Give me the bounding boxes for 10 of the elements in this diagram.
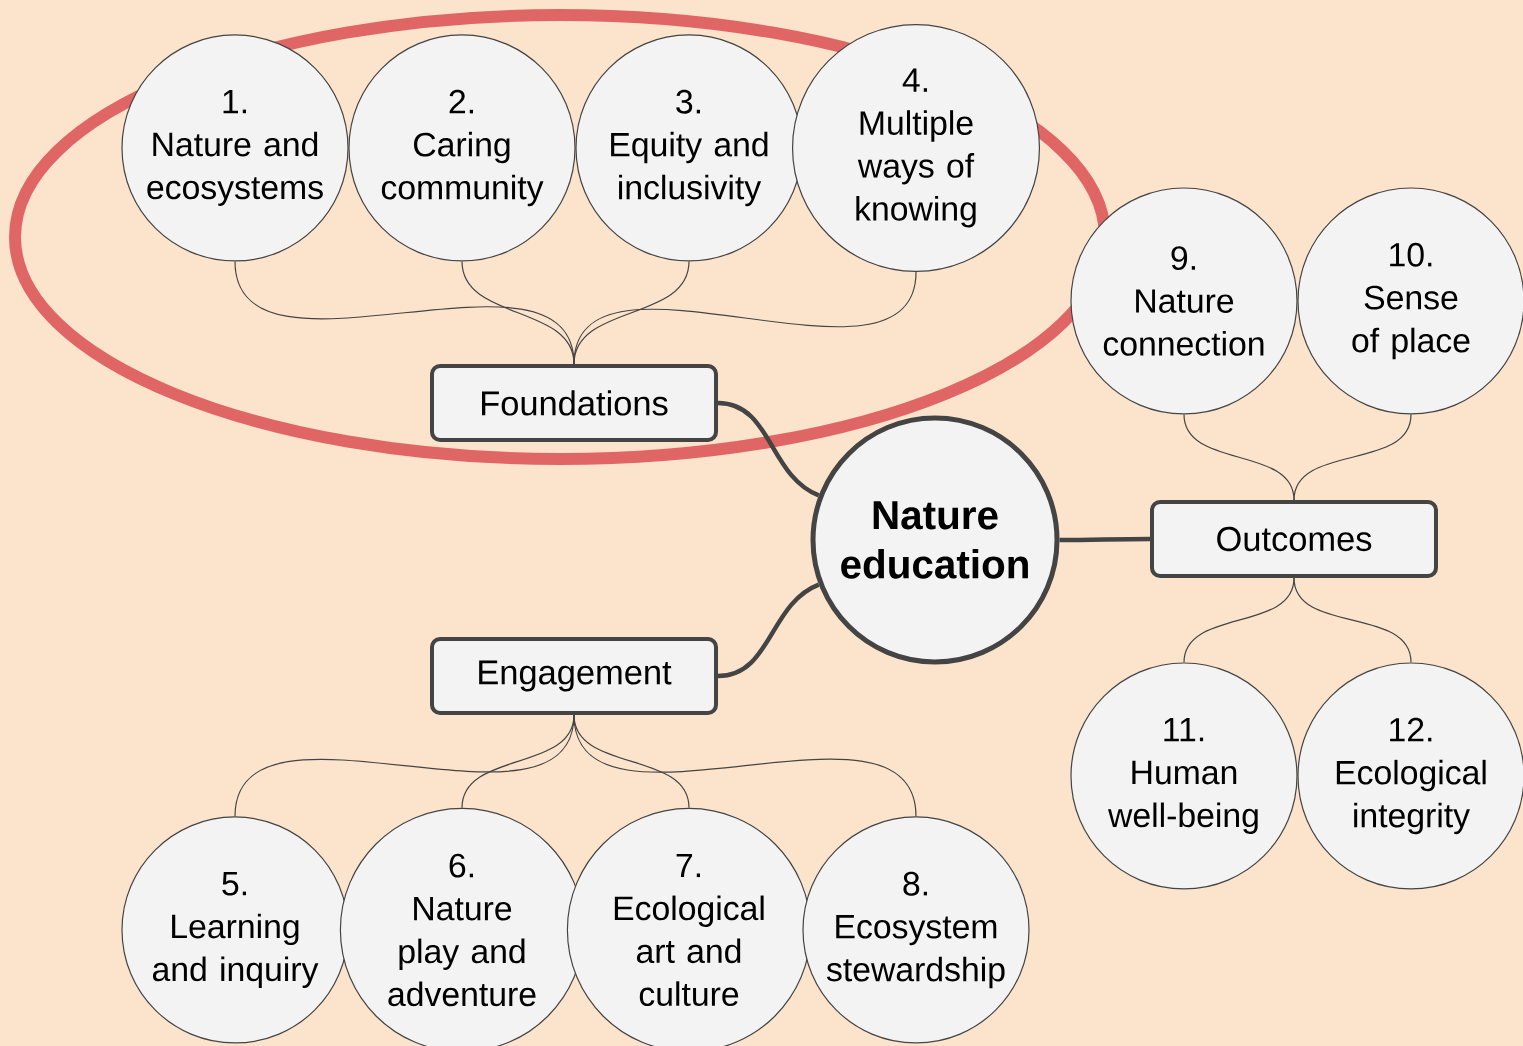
connector-line (573, 271, 917, 365)
connector-line (1293, 577, 1412, 663)
category-box: Outcomes (1150, 500, 1438, 578)
category-box: Foundations (430, 364, 718, 442)
category-box: Engagement (430, 637, 718, 715)
connector-line (573, 714, 917, 817)
connector-line (1293, 414, 1412, 501)
connector-line (1059, 536, 1150, 543)
connector-line (717, 400, 820, 498)
connector-line (717, 582, 820, 679)
